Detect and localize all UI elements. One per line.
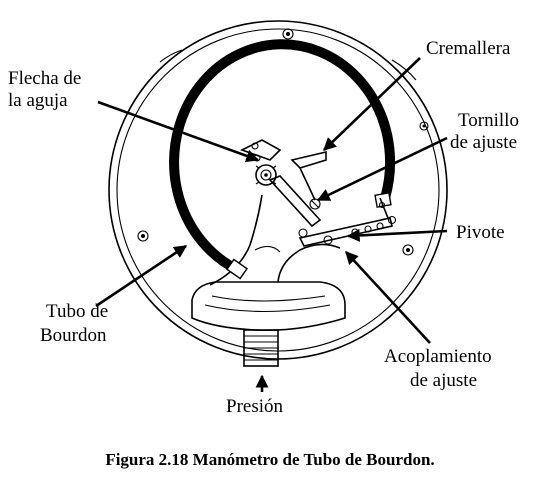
- pressure-inlet-stem: [243, 329, 279, 367]
- leader-flecha: [97, 100, 260, 163]
- label-tubo-line2: Bourdon: [40, 325, 107, 346]
- tube-end-cap-left: [226, 258, 248, 280]
- leader-tubo: [95, 244, 188, 308]
- leader-acoplamiento: [345, 251, 431, 344]
- label-flecha-line1: Flecha de: [8, 68, 81, 89]
- bourdon-tube: [169, 39, 396, 275]
- label-tornillo-line2: de ajuste: [450, 132, 517, 153]
- label-flecha-line2: la aguja: [8, 90, 68, 111]
- socket-block: [191, 194, 346, 332]
- label-tornillo-line1: Tornillo: [458, 110, 519, 131]
- label-acoplamiento-line2: de ajuste: [410, 370, 477, 391]
- label-pivote: Pivote: [456, 222, 505, 243]
- label-tubo-line1: Tubo de: [46, 301, 108, 322]
- leader-pivote: [346, 228, 448, 242]
- label-cremallera: Cremallera: [426, 38, 511, 59]
- label-presion: Presión: [226, 396, 284, 417]
- leader-tornillo: [316, 136, 448, 202]
- leader-cremallera: [323, 57, 421, 151]
- figure-caption: Figura 2.18 Manómetro de Tubo de Bourdon…: [105, 450, 434, 469]
- label-acoplamiento-line1: Acoplamiento: [384, 346, 492, 367]
- movement-mechanism: [239, 139, 397, 247]
